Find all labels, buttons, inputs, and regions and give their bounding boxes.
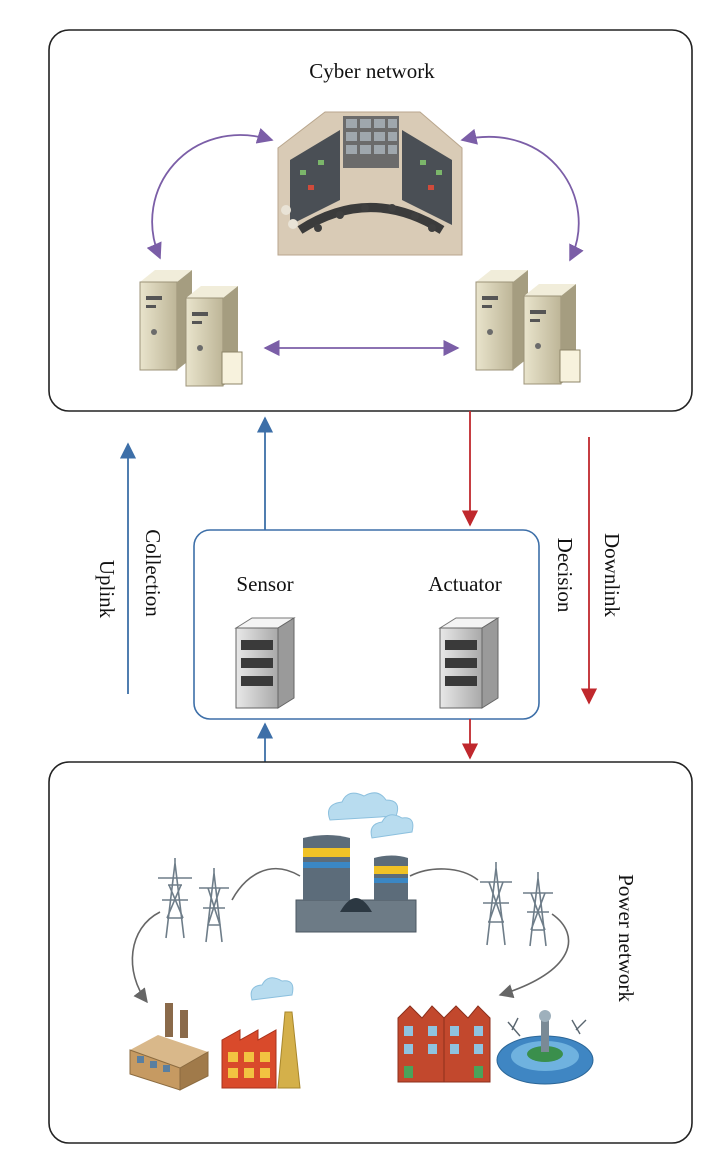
- downlink-decision-label: Decision: [553, 538, 577, 613]
- actuator-device-icon: [438, 617, 500, 709]
- cyber-network-title: Cyber network: [309, 59, 435, 83]
- control-room-icon: [277, 111, 463, 256]
- downlink-label: Downlink: [600, 533, 624, 618]
- right-server-icon: [475, 270, 581, 385]
- red-factory-icon: [221, 977, 301, 1089]
- sensor-actuator-frame: [193, 529, 540, 720]
- power-network-frame: [48, 761, 693, 1144]
- factory-icon: [129, 1003, 209, 1091]
- plant-to-left-towers-link: [231, 867, 301, 901]
- left-server-icon: [139, 270, 243, 387]
- cyber-network-frame: [48, 29, 693, 412]
- power-plant-icon: [295, 792, 417, 933]
- residential-buildings-icon: [397, 1005, 491, 1083]
- left-towers-to-factory-link: [131, 911, 161, 1004]
- right-towers-to-homes-link: [498, 913, 570, 999]
- right-transmission-tower-icon: [480, 862, 553, 947]
- link-control-left-server: [146, 128, 274, 260]
- sensor-label: Sensor: [236, 572, 293, 596]
- uplink-collection-label: Collection: [141, 529, 165, 617]
- power-network-title: Power network: [614, 874, 638, 1002]
- link-control-right-server: [460, 128, 584, 262]
- left-transmission-tower-icon: [158, 858, 229, 943]
- actuator-label: Actuator: [428, 572, 501, 596]
- plant-to-right-towers-link: [409, 868, 479, 881]
- uplink-label: Uplink: [95, 560, 119, 619]
- sensor-device-icon: [234, 617, 296, 709]
- stadium-icon: [496, 1010, 594, 1085]
